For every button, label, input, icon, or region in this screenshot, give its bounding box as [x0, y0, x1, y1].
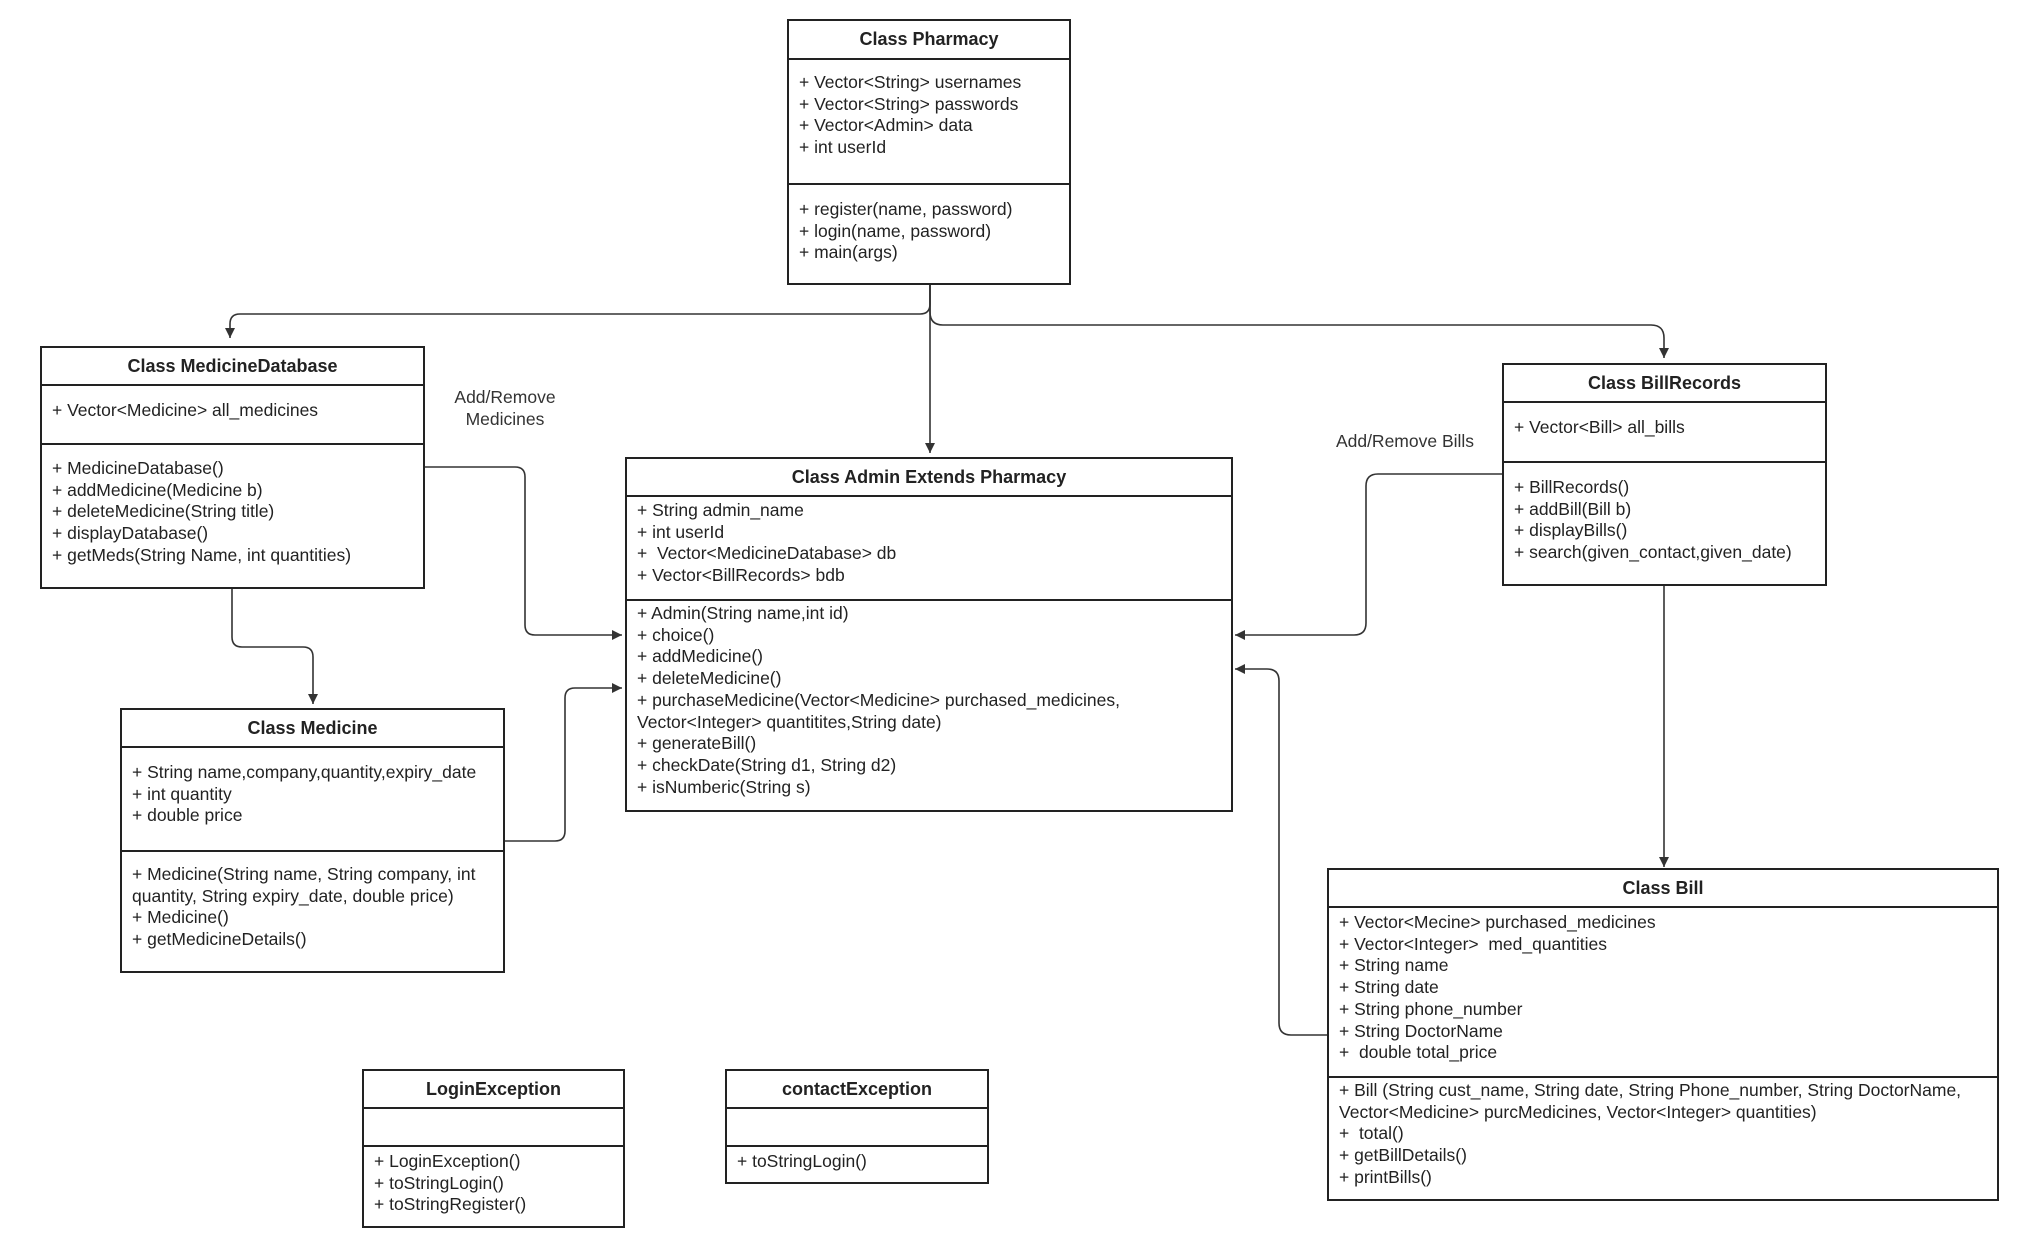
class-admin: Class Admin Extends Pharmacy + String ad… — [625, 457, 1233, 812]
method: + deleteMedicine() — [637, 668, 782, 689]
method: + toStringLogin() — [737, 1151, 867, 1171]
method: + getMeds(String Name, int quantities) — [52, 544, 352, 565]
class-title: Class Admin Extends Pharmacy — [627, 459, 1231, 497]
method: Vector<Integer> quantitites,String date) — [637, 711, 942, 732]
attribute: + String name — [1339, 955, 1449, 976]
method: + displayDatabase() — [52, 523, 209, 544]
attribute: + Vector<BillRecords> bdb — [637, 565, 845, 586]
class-methods: + toStringLogin() — [727, 1147, 987, 1173]
class-pharmacy: Class Pharmacy + Vector<String> username… — [787, 19, 1071, 285]
class-contactexception: contactException + toStringLogin() — [725, 1069, 989, 1184]
method: + LoginException() — [374, 1151, 521, 1171]
class-title: Class Pharmacy — [789, 21, 1069, 60]
class-methods: + Bill (String cust_name, String date, S… — [1329, 1078, 1997, 1189]
attribute: + String DoctorName — [1339, 1020, 1503, 1041]
method: + register(name, password) — [799, 199, 1013, 219]
method: + isNumberic(String s) — [637, 776, 811, 797]
connector-medicinedatabase-to-admin — [425, 466, 622, 640]
attribute: + Vector<String> usernames — [799, 72, 1022, 92]
attribute: + Vector<Mecine> purchased_medicines — [1339, 912, 1656, 932]
method: + printBills() — [1339, 1166, 1432, 1187]
connector-pharmacy-to-billrecords — [929, 285, 1669, 358]
class-attributes: + Vector<Medicine> all_medicines — [42, 386, 423, 445]
connector-billrecords-to-admin — [1235, 473, 1502, 640]
connector-medicine-to-admin — [505, 683, 622, 842]
method: + Medicine() — [132, 907, 229, 928]
method: + main(args) — [799, 242, 898, 263]
attribute: + Vector<String> passwords — [799, 93, 1019, 114]
method: + addBill(Bill b) — [1514, 498, 1632, 519]
method: + getBillDetails() — [1339, 1145, 1467, 1166]
connector-pharmacy-to-medicinedatabase — [225, 285, 931, 338]
class-attributes — [364, 1109, 623, 1147]
class-methods: + Admin(String name,int id) + choice() +… — [627, 601, 1231, 798]
class-methods: + LoginException() + toStringLogin() + t… — [364, 1147, 623, 1216]
attribute: + Vector<Admin> data — [799, 115, 973, 136]
attribute: + int quantity — [132, 783, 232, 804]
attribute: + double total_price — [1339, 1042, 1498, 1063]
method: + BillRecords() — [1514, 477, 1630, 497]
method: + addMedicine(Medicine b) — [52, 479, 263, 500]
method: + toStringLogin() — [374, 1172, 504, 1193]
method: + search(given_contact,given_date) — [1514, 542, 1792, 563]
attribute: + Vector<MedicineDatabase> db — [637, 543, 897, 564]
method: + getMedicineDetails() — [132, 929, 307, 950]
connector-medicinedatabase-to-medicine — [231, 589, 318, 704]
class-title: Class MedicineDatabase — [42, 348, 423, 386]
class-title: contactException — [727, 1071, 987, 1109]
class-medicinedatabase: Class MedicineDatabase + Vector<Medicine… — [40, 346, 425, 589]
method: quantity, String expiry_date, double pri… — [132, 885, 454, 906]
label-add-remove-bills: Add/Remove Bills — [1335, 431, 1475, 451]
attribute: + int userId — [637, 521, 725, 542]
method: Vector<Medicine> purcMedicines, Vector<I… — [1339, 1101, 1817, 1122]
connector-bill-to-admin — [1235, 664, 1327, 1036]
method: + choice() — [637, 624, 715, 645]
method: + login(name, password) — [799, 220, 992, 241]
class-attributes — [727, 1109, 987, 1147]
class-title: LoginException — [364, 1071, 623, 1109]
method: + toStringRegister() — [374, 1194, 527, 1215]
class-attributes: + Vector<Bill> all_bills — [1504, 403, 1825, 463]
class-title: Class Medicine — [122, 710, 503, 748]
class-attributes: + Vector<Mecine> purchased_medicines + V… — [1329, 908, 1997, 1078]
method: + Bill (String cust_name, String date, S… — [1339, 1080, 1962, 1100]
method: + generateBill() — [637, 733, 757, 754]
attribute: + Vector<Bill> all_bills — [1514, 417, 1685, 437]
method: + total() — [1339, 1123, 1404, 1144]
class-loginexception: LoginException + LoginException() + toSt… — [362, 1069, 625, 1228]
method: + Medicine(String name, String company, … — [132, 864, 476, 884]
method: + deleteMedicine(String title) — [52, 501, 275, 522]
method: + checkDate(String d1, String d2) — [637, 754, 897, 775]
class-bill: Class Bill + Vector<Mecine> purchased_me… — [1327, 868, 1999, 1201]
method: + MedicineDatabase() — [52, 458, 224, 478]
attribute: + String name,company,quantity,expiry_da… — [132, 762, 477, 782]
class-medicine: Class Medicine + String name,company,qua… — [120, 708, 505, 973]
method: + Admin(String name,int id) — [637, 603, 849, 623]
label-add-remove-medicines: Add/Remove Medicines — [454, 387, 556, 429]
class-attributes: + Vector<String> usernames + Vector<Stri… — [789, 60, 1069, 185]
class-methods: + BillRecords() + addBill(Bill b) + disp… — [1504, 463, 1825, 564]
attribute: + String phone_number — [1339, 998, 1523, 1019]
attribute: + String date — [1339, 977, 1439, 998]
method: + purchaseMedicine(Vector<Medicine> purc… — [637, 689, 1120, 710]
class-methods: + MedicineDatabase() + addMedicine(Medic… — [42, 445, 423, 567]
class-title: Class BillRecords — [1504, 365, 1825, 403]
method: + addMedicine() — [637, 646, 763, 667]
class-methods: + register(name, password) + login(name,… — [789, 185, 1069, 264]
class-attributes: + String name,company,quantity,expiry_da… — [122, 748, 503, 852]
class-methods: + Medicine(String name, String company, … — [122, 852, 503, 951]
attribute: + Vector<Medicine> all_medicines — [52, 400, 319, 420]
class-billrecords: Class BillRecords + Vector<Bill> all_bil… — [1502, 363, 1827, 586]
attribute: + double price — [132, 805, 243, 826]
attribute: + Vector<Integer> med_quantities — [1339, 933, 1608, 954]
class-attributes: + String admin_name + int userId + Vecto… — [627, 497, 1231, 601]
class-title: Class Bill — [1329, 870, 1997, 908]
attribute: + int userId — [799, 137, 887, 158]
attribute: + String admin_name — [637, 500, 804, 520]
method: + displayBills() — [1514, 520, 1628, 541]
